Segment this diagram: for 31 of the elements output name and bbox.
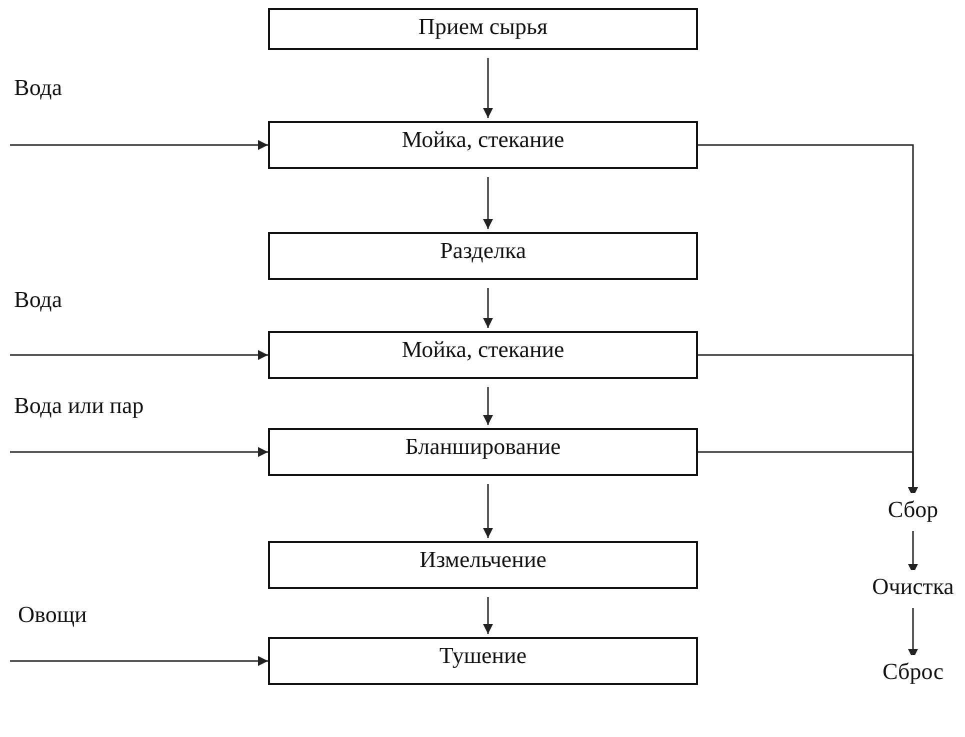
arrow — [483, 58, 493, 118]
process-box — [268, 428, 698, 476]
arrow — [483, 387, 493, 425]
step-label: Сброс — [882, 659, 944, 685]
process-box — [268, 232, 698, 280]
arrow — [483, 597, 493, 634]
process-label: Прием сырья — [418, 14, 548, 40]
arrow — [10, 140, 268, 150]
arrow — [10, 656, 268, 666]
process-label: Измельчение — [420, 547, 546, 573]
arrow — [10, 447, 268, 457]
process-label: Тушение — [439, 643, 527, 669]
arrow — [10, 350, 268, 360]
input-label: Вода — [14, 75, 62, 101]
step-label: Сбор — [888, 497, 938, 523]
process-box — [268, 8, 698, 50]
process-box — [268, 541, 698, 589]
arrow — [483, 177, 493, 229]
input-label: Вода или пар — [14, 393, 144, 419]
step-label: Очистка — [872, 574, 954, 600]
process-box — [268, 637, 698, 685]
process-box — [268, 331, 698, 379]
process-label: Разделка — [440, 238, 526, 264]
arrow — [483, 484, 493, 538]
process-label: Бланширование — [405, 434, 561, 460]
input-label: Овощи — [18, 602, 87, 628]
process-label: Мойка, стекание — [402, 337, 564, 363]
process-box — [268, 121, 698, 169]
process-label: Мойка, стекание — [402, 127, 564, 153]
input-label: Вода — [14, 287, 62, 313]
arrow — [483, 288, 493, 328]
